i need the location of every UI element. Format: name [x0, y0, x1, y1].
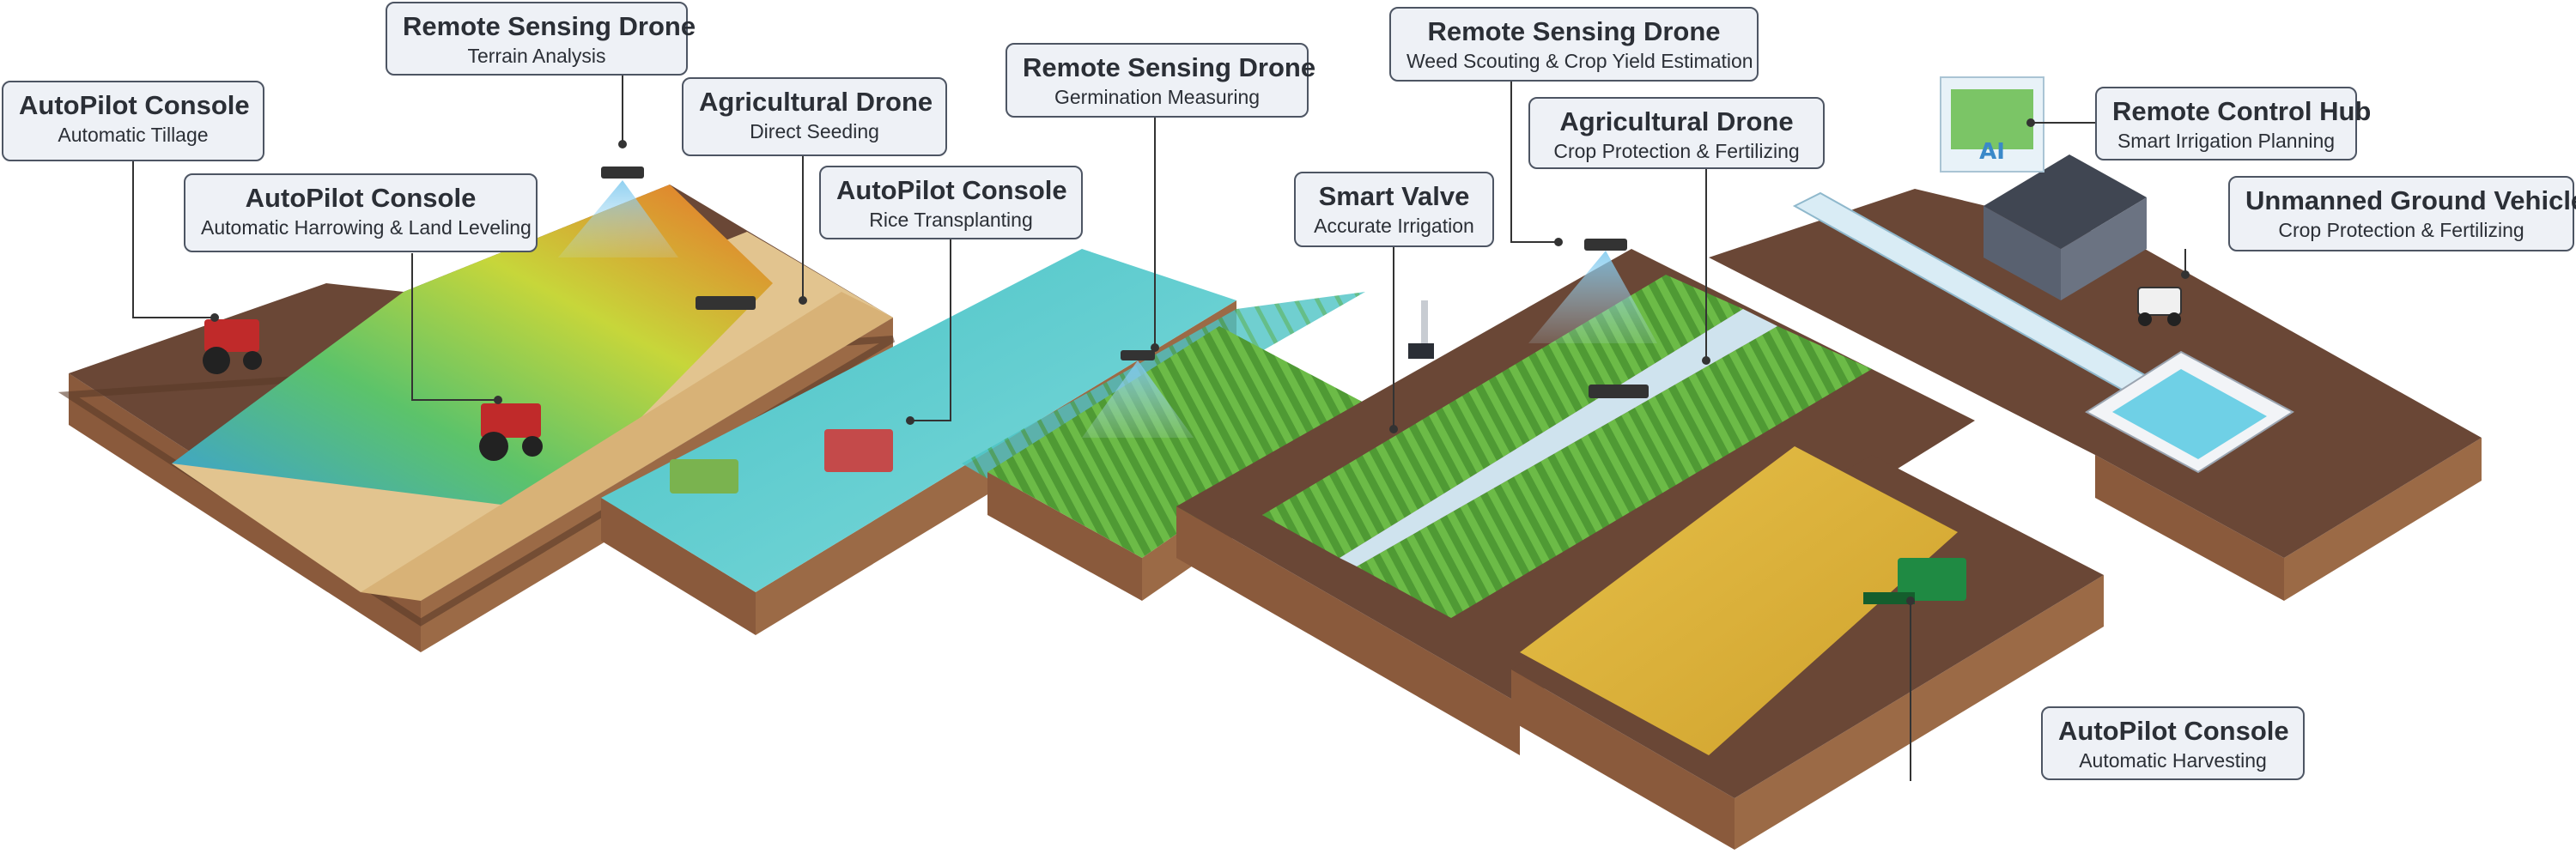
callout-subtitle: Germination Measuring	[1054, 86, 1261, 109]
callout-subtitle: Terrain Analysis	[467, 45, 606, 68]
callout-title: Agricultural Drone	[1559, 106, 1794, 136]
callout-title: Remote Sensing Drone	[1427, 16, 1721, 46]
callout-title: AutoPilot Console	[836, 175, 1067, 205]
callout-subtitle: Crop Protection & Fertilizing	[2278, 219, 2524, 242]
leader-lines	[132, 75, 2186, 781]
drone-protection-icon	[1589, 385, 1649, 398]
callout-drone-terrain: Remote Sensing Drone Terrain Analysis	[386, 2, 696, 76]
crop-field	[1176, 249, 1975, 755]
callout-drone-protection: Agricultural Drone Crop Protection & Fer…	[1528, 97, 1825, 169]
callout-subtitle: Direct Seeding	[750, 120, 879, 143]
callout-ugv: Unmanned Ground Vehicle Crop Protection …	[2228, 176, 2576, 251]
control-hub-area: AI	[1709, 76, 2482, 601]
callout-subtitle: Smart Irrigation Planning	[2117, 130, 2336, 153]
smart-valve-icon	[1408, 300, 1434, 359]
callout-autopilot-transplanting: AutoPilot Console Rice Transplanting	[819, 166, 1083, 239]
callout-title: Smart Valve	[1318, 181, 1470, 211]
callout-autopilot-harrowing: AutoPilot Console Automatic Harrowing & …	[184, 173, 538, 252]
callout-subtitle: Crop Protection & Fertilizing	[1553, 140, 1800, 163]
callout-remote-control-hub: Remote Control Hub Smart Irrigation Plan…	[2095, 87, 2372, 160]
harvest-field	[1511, 446, 2104, 850]
ugv-icon	[2137, 287, 2182, 326]
callout-drone-germination: Remote Sensing Drone Germination Measuri…	[1005, 43, 1316, 118]
callout-subtitle: Automatic Harrowing & Land Leveling	[201, 216, 532, 239]
callout-subtitle: Weed Scouting & Crop Yield Estimation	[1406, 50, 1753, 73]
drone-terrain-icon	[558, 167, 678, 257]
hub-screen-label: AI	[1979, 139, 2005, 165]
callout-title: Remote Sensing Drone	[1023, 52, 1316, 82]
callout-subtitle: Rice Transplanting	[869, 209, 1033, 232]
drone-seeding-icon	[696, 296, 756, 310]
callout-smart-valve: Smart Valve Accurate Irrigation	[1294, 172, 1494, 247]
tractor-tillage-icon	[203, 319, 262, 374]
leader-dots	[210, 118, 2190, 605]
callout-subtitle: Automatic Tillage	[58, 124, 209, 147]
callout-title: Remote Control Hub	[2112, 96, 2372, 126]
callout-drone-seeding: Agricultural Drone Direct Seeding	[682, 77, 947, 156]
callout-autopilot-tillage: AutoPilot Console Automatic Tillage	[2, 81, 264, 161]
callout-title: AutoPilot Console	[19, 90, 250, 120]
callout-title: Remote Sensing Drone	[403, 11, 696, 41]
combine-harvester-icon	[1863, 558, 1966, 604]
callout-title: Agricultural Drone	[699, 87, 933, 117]
callout-autopilot-harvesting: AutoPilot Console Automatic Harvesting	[2041, 706, 2305, 780]
callout-title: AutoPilot Console	[2058, 716, 2289, 746]
rice-transplanter-icon	[670, 429, 893, 494]
callout-drone-scouting: Remote Sensing Drone Weed Scouting & Cro…	[1389, 7, 1759, 82]
callout-subtitle: Automatic Harvesting	[2079, 749, 2267, 772]
drone-germination-icon	[1082, 350, 1194, 438]
callout-title: AutoPilot Console	[245, 183, 477, 213]
callout-subtitle: Accurate Irrigation	[1314, 215, 1474, 238]
drone-scouting-icon	[1528, 239, 1657, 343]
callout-title: Unmanned Ground Vehicle	[2245, 185, 2576, 215]
tractor-harrowing-icon	[479, 403, 543, 461]
